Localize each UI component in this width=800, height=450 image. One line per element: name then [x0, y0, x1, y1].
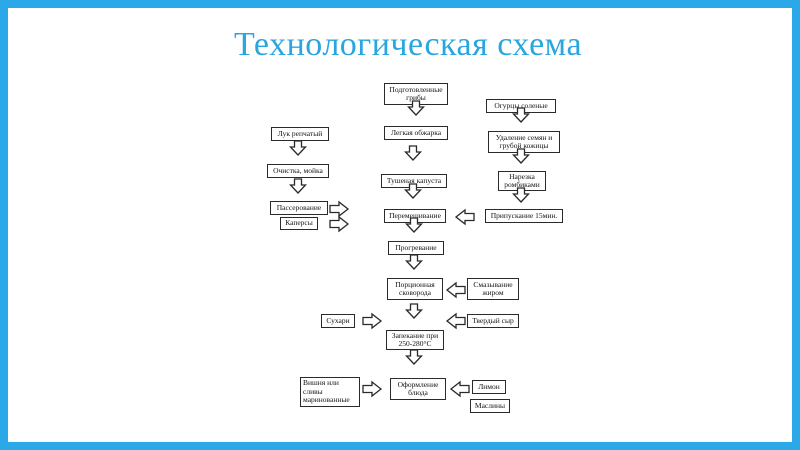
step-light-frying: Легкая обжарка [384, 126, 448, 140]
arrow-peremeshivanie-to-progrevanie [404, 217, 424, 233]
arrow-shape [404, 349, 424, 365]
step-cleaning-washing: Очистка, мойка [267, 164, 329, 178]
arrow-syr-to-zapekanie [445, 312, 466, 330]
arrow-ogurcy-to-udalenie [511, 107, 531, 123]
arrow-narezka-to-pripuskanie [511, 187, 531, 203]
arrow-smazyvanie-to-skovoroda [445, 281, 466, 299]
input-breadcrumbs: Сухари [321, 314, 355, 328]
input-lemon: Лимон [472, 380, 506, 394]
step-poaching: Припускание 15мин. [485, 209, 563, 223]
arrow-shape [404, 217, 424, 233]
input-olives: Маслины [470, 399, 510, 413]
arrow-shape [511, 148, 531, 164]
arrow-pripuskanie-to-peremeshivanie [454, 208, 475, 226]
arrow-shape [449, 380, 470, 398]
arrow-limon-to-oformlenie [449, 380, 470, 398]
input-hard-cheese: Твердый сыр [467, 314, 519, 328]
arrow-shape [403, 183, 423, 199]
arrow-griby-to-obzharka [406, 100, 426, 116]
input-capers: Каперсы [280, 217, 318, 230]
arrow-shape [404, 303, 424, 319]
arrow-shape [403, 145, 423, 161]
input-cherries-plums: Вишня или сливы маринованные [300, 377, 360, 407]
arrow-shape [329, 200, 350, 218]
arrow-zapekanie-to-oformlenie [404, 349, 424, 365]
arrow-ochistka-to-passerovanie [288, 178, 308, 194]
arrow-obzharka-to-kapusta [403, 145, 423, 161]
arrow-shape [454, 208, 475, 226]
arrow-udalenie-to-narezka [511, 148, 531, 164]
step-greasing: Смазывание жиром [467, 278, 519, 300]
arrow-kapusta-to-peremeshivanie [403, 183, 423, 199]
arrow-shape [362, 380, 383, 398]
arrow-vishnya-to-oformlenie [362, 380, 383, 398]
arrow-shape [362, 312, 383, 330]
arrow-shape [406, 100, 426, 116]
arrow-luk-to-ochistka [288, 140, 308, 156]
arrow-shape [288, 178, 308, 194]
arrow-shape [511, 187, 531, 203]
arrow-shape [329, 215, 350, 233]
step-plating: Оформление блюда [390, 378, 446, 400]
arrow-shape [445, 312, 466, 330]
step-baking: Запекание при 250-280°С [386, 330, 444, 350]
step-portion-pan: Порционная сковорода [387, 278, 443, 300]
arrow-shape [404, 254, 424, 270]
slide-title: Технологическая схема [233, 26, 583, 63]
arrow-passerovanie-to-peremeshivanie [329, 200, 350, 218]
arrow-shape [511, 107, 531, 123]
arrow-skovoroda-to-zapekanie [404, 303, 424, 319]
arrow-shape [288, 140, 308, 156]
arrow-progrevanie-to-skovoroda [404, 254, 424, 270]
arrow-suhari-to-zapekanie [362, 312, 383, 330]
arrow-kapersy-to-peremeshivanie [329, 215, 350, 233]
arrow-shape [445, 281, 466, 299]
step-sauteing: Пассерование [270, 201, 328, 215]
